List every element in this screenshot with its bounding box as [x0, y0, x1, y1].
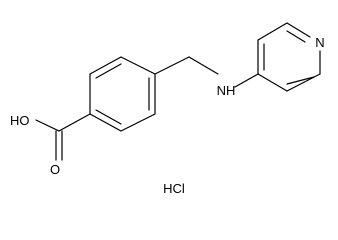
acid-oh-bond [35, 119, 60, 132]
benzene-bond [120, 56, 156, 75]
hydroxyl-label: HO [10, 113, 30, 128]
benzene-bond [89, 113, 122, 132]
pyridine-nitrogen-label: N [315, 35, 324, 50]
hydrochloride-label: HCl [163, 181, 185, 196]
benzene-bond [120, 113, 156, 132]
amine-bond [188, 56, 219, 75]
benzene-bond [89, 56, 122, 75]
pyridine-double-bond [286, 76, 315, 85]
methylene-bond [154, 56, 190, 75]
pyridine-bond [257, 22, 288, 41]
benzene-double-bond [95, 63, 122, 79]
acid-bond [58, 113, 91, 132]
benzene-double-bond [95, 109, 122, 125]
pyridine-bond [257, 73, 288, 92]
pyridine-bond [286, 22, 311, 38]
bond-layer [35, 22, 321, 161]
amine-bond [234, 73, 259, 88]
pyridine-double-bond [286, 30, 306, 43]
carbonyl-oxygen-label: O [50, 162, 60, 177]
structure-canvas: HO O NH N HCl [10, 22, 325, 196]
amine-label: NH [217, 83, 236, 98]
label-layer: HO O NH N HCl [10, 35, 325, 196]
